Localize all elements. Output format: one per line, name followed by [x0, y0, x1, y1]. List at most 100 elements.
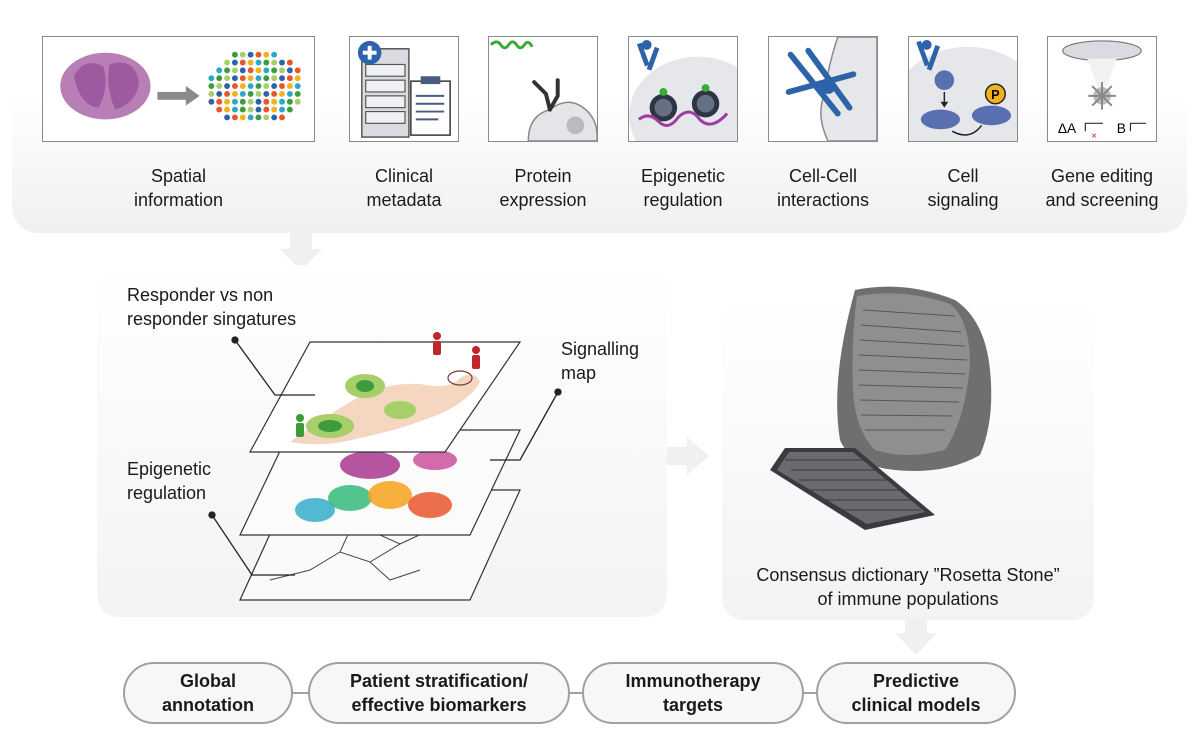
outcome-connector: [292, 692, 310, 694]
spot: [255, 75, 262, 82]
receptor-ligand-icon: [785, 37, 877, 141]
spot: [239, 59, 246, 66]
spot: [216, 83, 223, 89]
spot: [224, 59, 231, 66]
spot: [224, 67, 231, 74]
spot: [224, 83, 231, 89]
spot: [271, 106, 278, 113]
spot: [263, 106, 270, 113]
spot: [279, 83, 285, 89]
spot: [271, 83, 278, 89]
spot: [263, 67, 270, 74]
epigenetic-layer-label: Epigenetic regulation: [127, 459, 212, 503]
outcome-predictive-models: Predictive clinical models: [816, 662, 1016, 724]
spot: [286, 83, 293, 89]
label-epigenetic-regulation: Epigenetic regulation: [640, 166, 726, 210]
epigenetic-regulation-tile: [628, 36, 738, 142]
spot: [224, 90, 231, 97]
spot: [263, 59, 270, 66]
spot: [208, 75, 215, 82]
spot: [216, 98, 223, 105]
spot: [231, 59, 238, 66]
outcome-global-annotation: Global annotation: [123, 662, 293, 724]
spot: [231, 90, 238, 97]
spot: [279, 114, 285, 121]
leader-lines: [208, 336, 562, 576]
spot: [263, 83, 270, 89]
spot: [255, 59, 262, 66]
spot: [255, 114, 262, 121]
spot: [294, 75, 301, 82]
spot: [263, 75, 270, 82]
spot: [271, 98, 278, 105]
spot: [239, 90, 246, 97]
outcome-patient-stratification: Patient stratification/ effective biomar…: [308, 662, 570, 724]
crispr-screen-icon: ΔA B ×: [1058, 40, 1147, 141]
spot: [294, 90, 301, 97]
gene-editing-tile: ΔA B ×: [1047, 36, 1157, 142]
spot: [239, 75, 246, 82]
spot: [271, 67, 278, 74]
spot: [294, 67, 301, 74]
label-gene-editing: Gene editing and screening: [1045, 166, 1159, 210]
spot: [263, 114, 270, 121]
outcome-connector: [802, 692, 818, 694]
spot: [247, 83, 254, 89]
spot: [239, 51, 246, 58]
spot: [255, 83, 262, 89]
spot: [271, 75, 278, 82]
spot: [216, 106, 223, 113]
spot: [271, 59, 278, 66]
spot: [247, 51, 254, 58]
delta-a-text: ΔA: [1058, 121, 1077, 136]
spot: [255, 98, 262, 105]
spot: [231, 75, 238, 82]
spot: [239, 67, 246, 74]
spot: [279, 67, 285, 74]
spot: [208, 98, 215, 105]
spot: [216, 67, 223, 74]
spot: [208, 83, 215, 89]
spot: [263, 98, 270, 105]
spot: [286, 106, 293, 113]
spot: [231, 98, 238, 105]
spot: [247, 106, 254, 113]
spot: [239, 83, 246, 89]
phospho-badge-text: P: [991, 87, 1000, 102]
stacked-layers-illustration: [239, 332, 522, 601]
down-arrow-bottom: [895, 617, 937, 655]
spot: [294, 83, 301, 89]
right-arrow-middle: [667, 437, 709, 475]
rosetta-caption: Consensus dictionary ”Rosetta Stone” of …: [756, 565, 1060, 609]
label-protein-expression: Protein expression: [499, 166, 587, 210]
phosphorylation-icon: P: [909, 39, 1017, 141]
label-cell-cell-interactions: Cell-Cell interactions: [776, 166, 870, 210]
tissue-to-spot-grid-icon: [60, 51, 301, 121]
spot: [224, 98, 231, 105]
spot: [271, 90, 278, 97]
antibody-cell-icon: [489, 40, 597, 141]
cell-cell-interactions-tile: [768, 36, 878, 142]
nucleosome-icon: [629, 39, 737, 141]
spot: [279, 90, 285, 97]
spot: [247, 90, 254, 97]
down-arrow-top: [280, 233, 322, 271]
responder-person-icon: [433, 332, 480, 369]
spot-grid: [208, 51, 301, 121]
spot: [286, 75, 293, 82]
protein-expression-tile: [488, 36, 598, 142]
responder-signatures-label: Responder vs non responder singatures: [127, 285, 297, 329]
spot: [239, 98, 246, 105]
spot: [255, 90, 262, 97]
spot: [279, 106, 285, 113]
spot: [239, 106, 246, 113]
spot: [279, 59, 285, 66]
spot: [231, 106, 238, 113]
spot: [216, 75, 223, 82]
spot: [286, 59, 293, 66]
spot: [247, 67, 254, 74]
outcome-connector: [568, 692, 584, 694]
cell-signaling-tile: P: [908, 36, 1018, 142]
spot: [294, 98, 301, 105]
spot: [231, 83, 238, 89]
